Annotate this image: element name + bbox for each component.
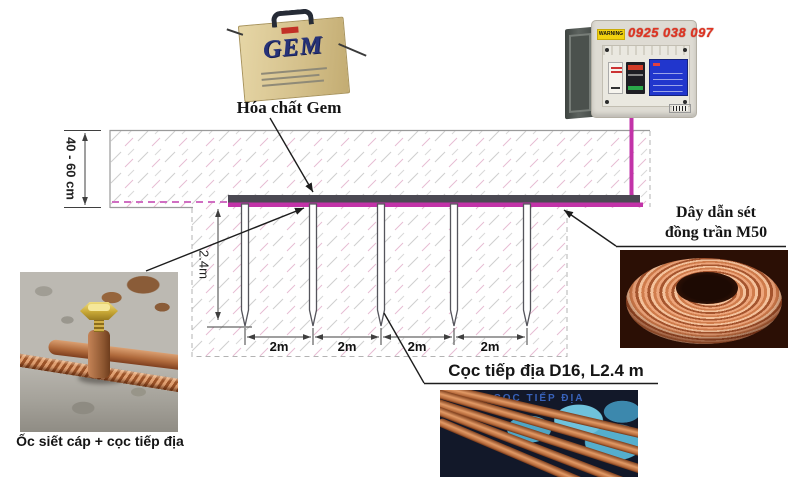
- ground-rod-2: [308, 203, 318, 327]
- leader-rod: [383, 312, 425, 384]
- ground-rods: [240, 203, 532, 327]
- blue-info-label: [649, 59, 688, 96]
- clamp-connection-photo: [20, 272, 178, 432]
- label-clamp: Ốc siết cáp + cọc tiếp địa: [16, 433, 184, 449]
- soil-surface-outline: [109, 129, 650, 208]
- coil-center-hole: [676, 272, 738, 304]
- dim-text-spacing-2: 2m: [337, 339, 357, 354]
- breaker-red-indicator: [628, 65, 643, 70]
- test-box-photo: WARNING 0925 038 097: [565, 6, 713, 120]
- warning-sticker: WARNING: [597, 29, 625, 40]
- dim-text-spacing-4: 2m: [480, 339, 500, 354]
- panel-door-inner: [569, 33, 591, 113]
- barcode-label: [669, 104, 691, 113]
- ground-rod-3: [376, 203, 386, 327]
- dim-text-spacing-1: 2m: [269, 339, 289, 354]
- label-ground-rod: Cọc tiếp địa D16, L2.4 m: [448, 361, 644, 380]
- breaker-black: [626, 62, 645, 94]
- dim-text-spacing-3: 2m: [407, 339, 427, 354]
- dim-text-rod-depth: 2.4m: [196, 250, 212, 279]
- hex-bolt-top-face: [88, 304, 110, 311]
- clamp-body: [88, 330, 110, 378]
- photo-watermark-text: CỌC TIẾP ĐỊA: [493, 393, 585, 404]
- screw-icon: [605, 48, 609, 52]
- ground-rod-1: [240, 203, 250, 327]
- breaker-white: [608, 62, 623, 94]
- dim-rod-spacing: [244, 328, 528, 345]
- dim-surface-depth: [64, 130, 101, 208]
- breaker-green-indicator: [628, 86, 643, 90]
- breaker-switch: [628, 74, 643, 76]
- ground-rod-bundle-photo: CỌC TIẾP ĐỊA: [440, 390, 638, 477]
- label-gem-chemical: Hóa chất Gem: [236, 98, 342, 117]
- bolt-threads: [94, 317, 104, 332]
- leader-conductor: [563, 209, 617, 247]
- label-red-mark: [653, 63, 660, 66]
- dim-rod-depth: [207, 209, 252, 328]
- phone-number-text: 0925 038 097: [628, 25, 714, 40]
- label-conductor-line2: đồng trần M50: [664, 224, 768, 241]
- screw-icon: [605, 100, 609, 104]
- busbar: [228, 195, 640, 203]
- ground-rod-4: [449, 203, 459, 327]
- leader-clamp: [145, 207, 305, 272]
- screw-icon: [683, 48, 687, 52]
- leader-lines: [145, 117, 786, 385]
- screw-icon: [683, 100, 687, 104]
- gem-brand-text: GEM: [261, 31, 325, 64]
- panel-body: WARNING 0925 038 097: [591, 20, 713, 118]
- label-conductor: Dây dẫn sét đồng trần M50: [640, 203, 792, 243]
- dim-text-surface-depth: 40 - 60 cm: [63, 137, 79, 200]
- conductor-magenta-line: [228, 202, 643, 207]
- leader-gem-chemical: [269, 117, 314, 193]
- label-conductor-line1: Dây dẫn sét: [675, 204, 756, 221]
- copper-conductor-coil-photo: [620, 250, 788, 348]
- ground-rod-5: [522, 203, 532, 327]
- gem-chemical-bag-photo: GEM: [226, 8, 367, 103]
- panel-breaker-bay: [602, 45, 690, 107]
- bag-text-line: [262, 79, 325, 87]
- soil-trench-dashed-outline: [191, 208, 568, 357]
- bag-handle: [270, 8, 314, 28]
